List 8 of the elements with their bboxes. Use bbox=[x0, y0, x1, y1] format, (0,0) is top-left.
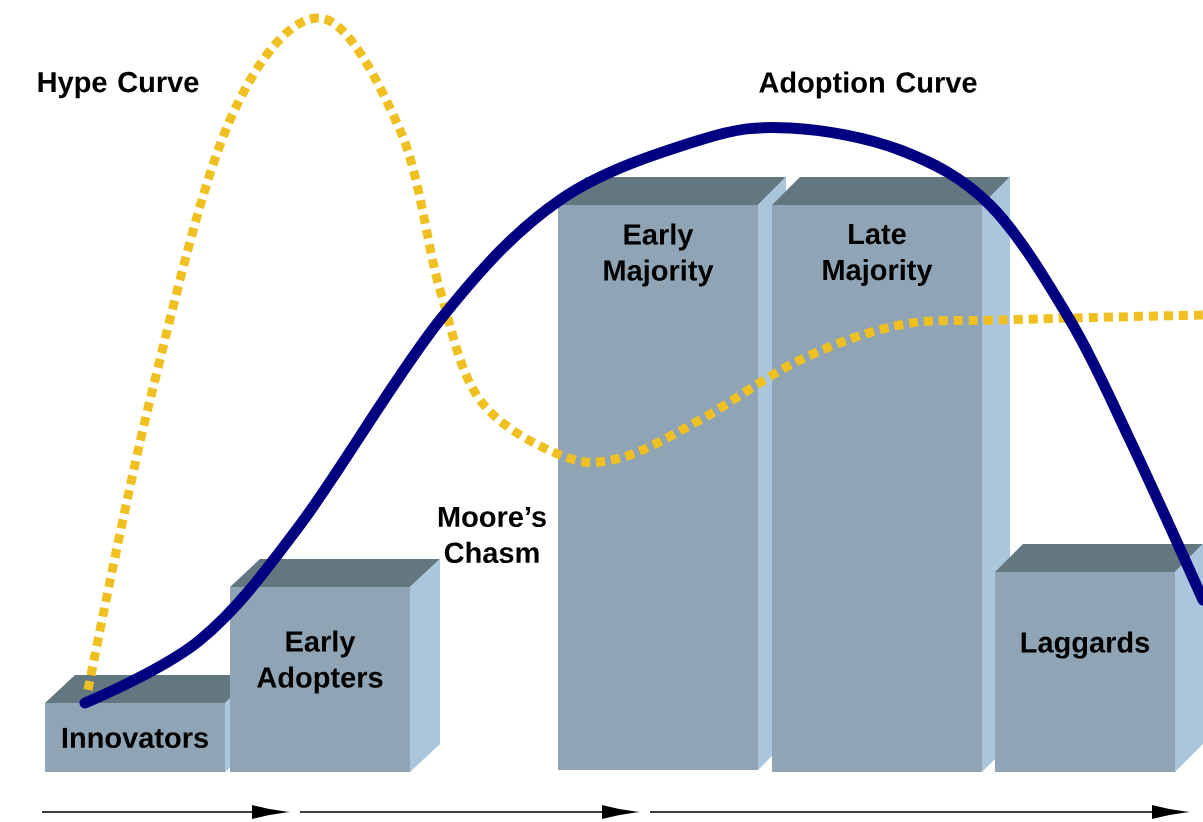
curve-label: Moore’s Chasm bbox=[438, 506, 546, 564]
bar-block: Late Majority bbox=[772, 177, 1010, 772]
bar-block: Early Majority bbox=[558, 177, 786, 770]
curve-label: Hype Curve bbox=[38, 71, 199, 99]
curve-label: Adoption Curve bbox=[759, 71, 977, 99]
bar-block: Laggards bbox=[995, 544, 1203, 772]
node-label: Early Majority bbox=[604, 223, 714, 287]
bar-block: Early Adopters bbox=[230, 559, 440, 772]
